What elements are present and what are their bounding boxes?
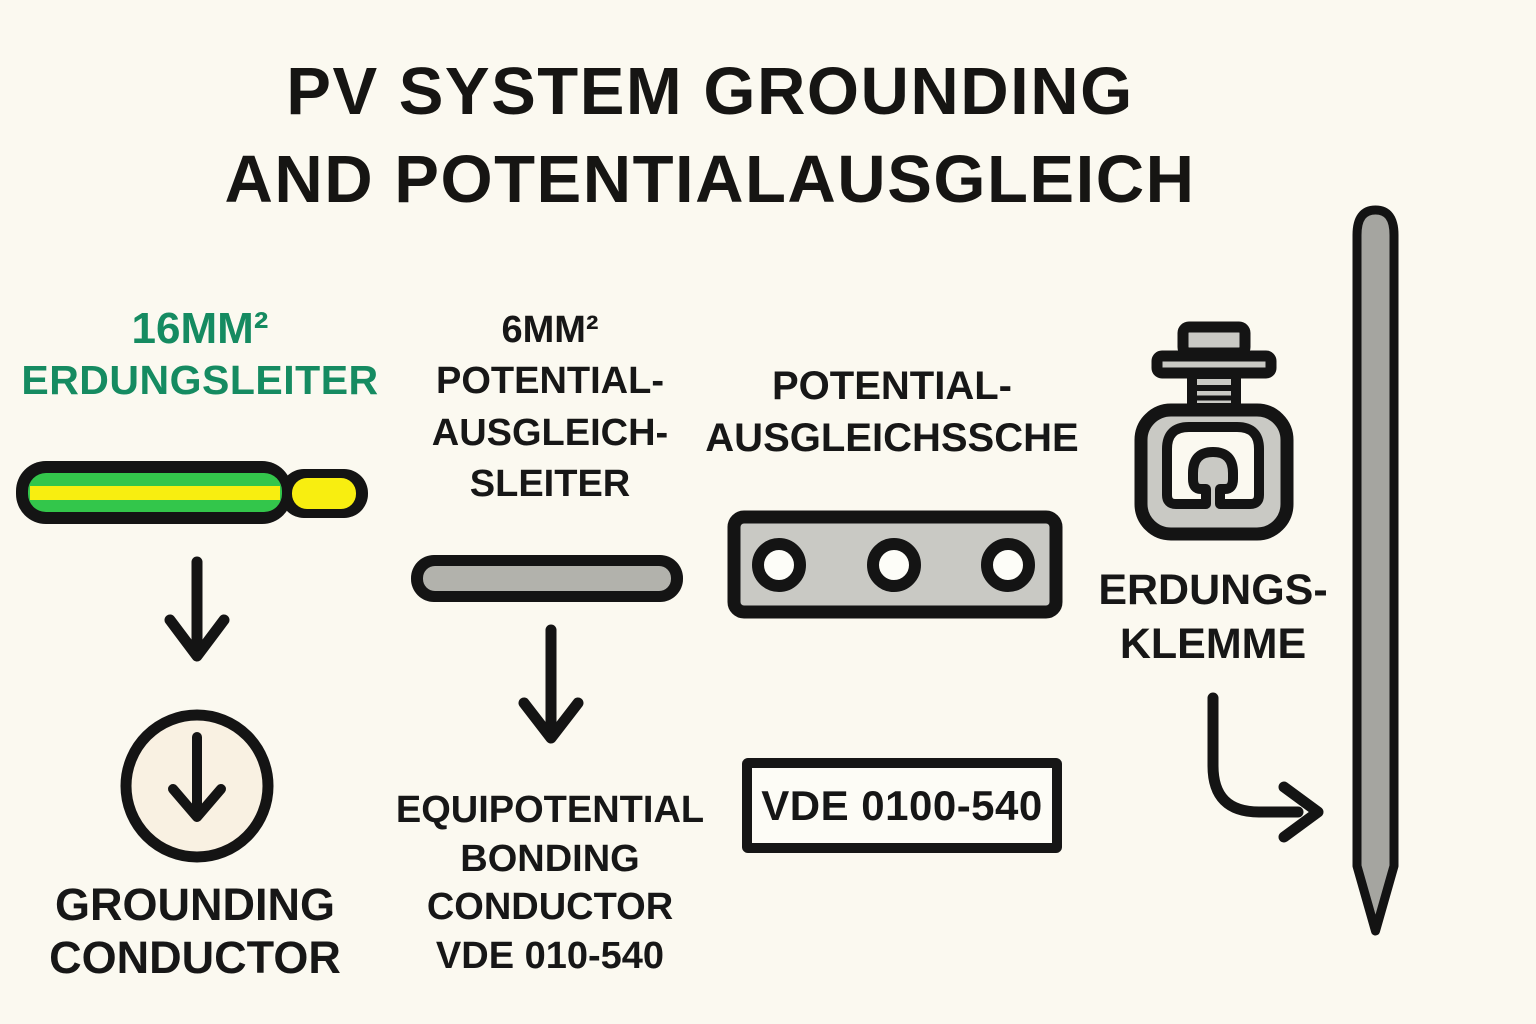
clamp-caption: ERDUNGS- KLEMME [1063,563,1363,671]
page-title-line2: AND POTENTIALAUSGLEICH [224,141,1196,217]
grounding-caption-line2: CONDUCTOR [49,932,341,984]
curved-arrow-icon [1207,692,1324,843]
bonding-size-label: 6MM² [501,309,599,351]
bonding-caption-line2: BONDING [460,837,640,880]
vde-standard-badge: VDE 0100-540 [742,758,1062,853]
grounding-conductor-heading: 16MM² ERDUNGSLEITER [0,303,400,405]
busbar-icon [727,510,1063,619]
down-arrow-icon [518,624,584,744]
bonding-conductor-heading: 6MM² POTENTIAL- AUSGLEICH- SLEITER [370,305,730,510]
busbar-heading: POTENTIAL- AUSGLEICHSSCHE [692,360,1092,464]
busbar-name-line1: POTENTIAL- [772,364,1012,408]
grounding-caption-line1: GROUNDING [55,879,335,930]
busbar-name-line2: AUSGLEICHSSCHE [705,416,1079,460]
bonding-caption-line1: EQUIPOTENTIAL [395,789,705,831]
bonding-name-line1: POTENTIAL- [436,360,664,403]
grounding-clamp-icon [1134,321,1294,541]
grounding-caption: GROUNDING CONDUCTOR [0,878,390,984]
grounding-name-label: ERDUNGSLEITER [21,356,379,403]
bonding-cable-icon [411,555,683,602]
clamp-caption-line2: KLEMME [1119,620,1307,669]
bonding-name-line2: AUSGLEICH- [431,411,669,454]
page-title: PV SYSTEM GROUNDING AND POTENTIALAUSGLEI… [60,48,1360,224]
grounding-size-label: 16MM² [131,304,269,353]
grounding-cable-icon [16,461,368,524]
bonding-caption-line4: VDE 010-540 [435,934,665,977]
page-title-line1: PV SYSTEM GROUNDING [286,54,1134,129]
grounding-symbol-icon [120,709,274,863]
vde-standard-label: VDE 0100-540 [761,781,1043,829]
clamp-caption-line1: ERDUNGS- [1098,566,1328,614]
down-arrow-icon [164,556,230,662]
ground-rod-icon [1352,205,1399,936]
bonding-name-line3: SLEITER [469,462,631,505]
bonding-caption-line3: CONDUCTOR [426,886,674,929]
bonding-caption: EQUIPOTENTIAL BONDING CONDUCTOR VDE 010-… [370,786,730,981]
